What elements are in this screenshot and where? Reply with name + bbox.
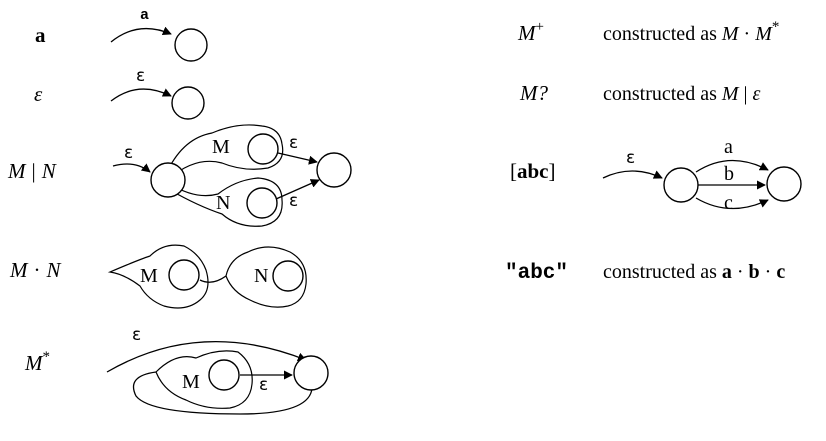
rule-char-set-edge-c xyxy=(695,197,769,210)
rule-concatenation: M·N M N xyxy=(9,244,307,309)
rule-alternation-state-n xyxy=(246,187,278,219)
rule-star-loop xyxy=(132,371,313,415)
rule-a-edge xyxy=(110,26,172,43)
rule-alternation-edge-out-bottom-label: ε xyxy=(289,191,298,211)
rule-star-state-m xyxy=(208,359,240,391)
rule-star-inner-m: M xyxy=(182,371,200,393)
rule-char-set-final-state xyxy=(766,166,802,202)
rule-alternation: M|N ε M N ε ε xyxy=(7,124,352,227)
rule-concatenation-inner-n: N xyxy=(254,265,268,287)
rule-alternation-label: M|N xyxy=(7,159,57,183)
rule-a-state xyxy=(174,28,208,62)
rule-epsilon: ε ε xyxy=(34,66,205,120)
rule-epsilon-edge xyxy=(110,88,172,102)
rule-star-edge-inner-label: ε xyxy=(259,375,268,395)
rule-char-set-edge-in xyxy=(602,170,663,179)
rule-alternation-start-state xyxy=(150,162,186,198)
rule-char-set-start-state xyxy=(663,167,699,203)
rule-alternation-edge-out-bottom xyxy=(275,179,320,200)
rule-epsilon-state xyxy=(171,86,205,120)
rule-alternation-edge-in-label: ε xyxy=(124,143,133,163)
rule-star: M* ε M ε xyxy=(24,325,329,415)
rule-epsilon-edge-label: ε xyxy=(136,66,145,86)
rule-concatenation-label: M·N xyxy=(9,258,62,282)
rule-star-edge-top-label: ε xyxy=(132,325,141,345)
rule-concatenation-state-m xyxy=(168,259,200,291)
rule-a: a a xyxy=(35,7,208,62)
rule-alternation-edge-out-top xyxy=(277,152,318,165)
rule-alternation-final-state xyxy=(316,152,352,188)
rule-char-set-edge-a-label: a xyxy=(724,136,733,158)
rule-a-label: a xyxy=(35,23,46,47)
rule-char-set-edge-c-label: c xyxy=(724,192,733,214)
rule-star-edge-top xyxy=(106,341,307,373)
rule-a-edge-label: a xyxy=(140,7,149,24)
rule-concatenation-link xyxy=(199,275,227,283)
rule-char-set-edge-in-label: ε xyxy=(626,148,635,168)
rule-star-final-state xyxy=(293,355,329,391)
rule-epsilon-label: ε xyxy=(34,82,43,106)
rule-char-set-edge-b-label: b xyxy=(724,163,734,185)
rule-char-set-edge-a xyxy=(695,159,769,173)
rule-alternation-edge-in xyxy=(112,163,151,173)
rule-string-label: "abc" xyxy=(505,262,568,285)
rule-char-set-label: [abc] xyxy=(510,159,556,183)
rule-concatenation-inner-m: M xyxy=(140,265,158,287)
rule-optional-label: M? xyxy=(519,81,548,105)
rule-plus-label: M+ xyxy=(517,19,544,45)
rule-star-label: M* xyxy=(24,349,50,375)
rule-alternation-state-m xyxy=(247,133,279,165)
rule-char-set: [abc] ε a b c xyxy=(510,136,802,214)
rule-concatenation-state-n xyxy=(272,260,304,292)
rule-alternation-inner-m: M xyxy=(212,136,230,158)
rule-alternation-inner-n: N xyxy=(216,192,230,214)
rule-alternation-edge-out-top-label: ε xyxy=(289,133,298,153)
